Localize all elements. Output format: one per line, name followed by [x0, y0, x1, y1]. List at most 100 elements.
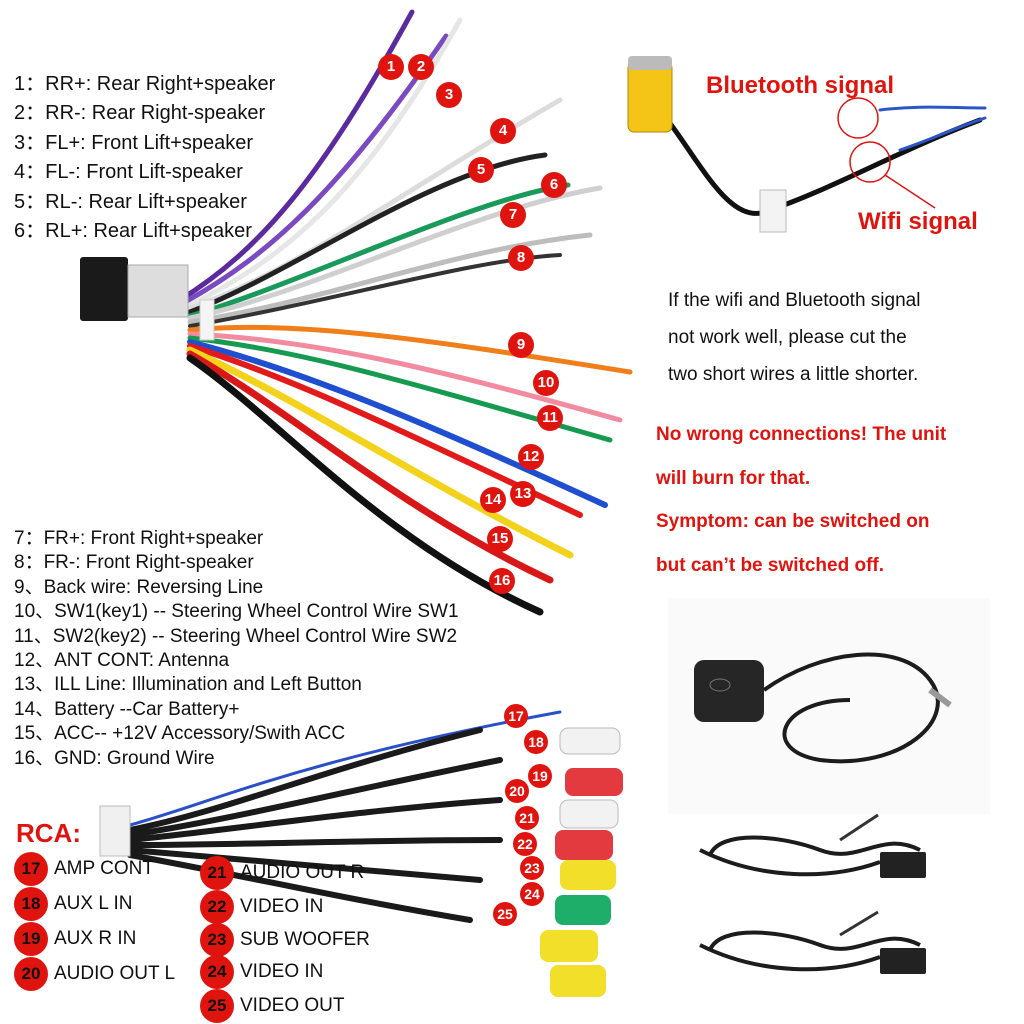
rca-plug-badge: 25 — [493, 902, 517, 926]
rca-number-badge: 23 — [200, 923, 234, 957]
wire-badge: 4 — [490, 118, 516, 144]
wire-badge: 2 — [408, 54, 434, 80]
warning-line: will burn for that. — [656, 467, 811, 489]
wire-16-black — [186, 354, 544, 616]
wire-badge: 6 — [541, 172, 567, 198]
rca-number-badge: 18 — [14, 887, 48, 921]
rca-label: AUDIO OUT L — [54, 963, 176, 984]
legend-item: 4：FL-: Front Lift-speaker — [14, 161, 243, 184]
harness-connector — [80, 257, 128, 321]
rca-label: AUX L IN — [54, 893, 133, 914]
rca-plugs — [540, 727, 623, 997]
legend-item: 13、ILL Line: Illumination and Left Butto… — [14, 674, 362, 696]
legend-item: 6：RL+: Rear Lift+speaker — [14, 220, 252, 242]
rca-plug-badge: 24 — [520, 882, 544, 906]
legend-item: 16、GND: Ground Wire — [14, 747, 215, 769]
legend-item: 8：FR-: Front Right-speaker — [14, 552, 254, 574]
rca-number-badge: 22 — [200, 890, 234, 924]
legend-item: 1：RR+: Rear Right+speaker — [14, 73, 276, 95]
wire-badge: 10 — [533, 370, 559, 396]
wire-9-orange — [187, 324, 633, 375]
wifi-signal-label: Wifi signal — [858, 208, 978, 235]
wire-badge: 12 — [518, 444, 544, 470]
wire-1-purple — [177, 9, 415, 303]
rca-plug-badge: 20 — [505, 779, 529, 803]
rca-label: AMP CONT — [54, 858, 154, 879]
legend-item: 11、SW2(key2) -- Steering Wheel Control W… — [14, 625, 458, 647]
rca-number-badge: 21 — [200, 856, 234, 890]
rca-legend-item: 22 VIDEO IN — [200, 890, 323, 924]
rca-legend-item: 18 AUX L IN — [14, 887, 133, 921]
wire-badge: 8 — [508, 245, 534, 271]
wire-15-red — [186, 350, 554, 584]
wire-5-black — [187, 152, 548, 315]
bluetooth-wire — [878, 105, 987, 112]
bluetooth-signal-label: Bluetooth signal — [706, 72, 894, 99]
rca-label: VIDEO OUT — [240, 995, 345, 1016]
warning-line: No wrong connections! The unit — [656, 424, 947, 445]
wire-badge: 13 — [510, 481, 536, 507]
legend-item: 12、ANT CONT: Antenna — [14, 650, 230, 671]
wire-badge: 15 — [487, 526, 513, 552]
rca-legend-item: 19 AUX R IN — [14, 922, 136, 956]
wire-8-grey — [187, 232, 593, 325]
wire-12-blue — [187, 339, 608, 508]
rca-plug-badge: 23 — [520, 856, 544, 880]
wire-2-purple — [182, 33, 449, 305]
usb-cable-2-illustration — [699, 910, 926, 974]
rca-label: VIDEO IN — [240, 961, 324, 982]
rca-legend-item: 21 AUDIO OUT R — [200, 856, 364, 890]
rca-legend-item: 24 VIDEO IN — [200, 955, 323, 989]
wire-badge: 3 — [436, 82, 462, 108]
rca-plug-badge: 21 — [515, 806, 539, 830]
wire-badge: 9 — [508, 332, 534, 358]
rca-plug-badge: 22 — [513, 832, 537, 856]
wifi-wire — [898, 116, 987, 152]
rca-number-badge: 19 — [14, 922, 48, 956]
gps-antenna-illustration — [668, 598, 990, 814]
wire-badge: 11 — [537, 405, 563, 431]
wire-7-grey — [187, 185, 603, 321]
rca-plug-badge: 17 — [504, 704, 528, 728]
rca-label: SUB WOOFER — [240, 929, 370, 950]
wire-6-green — [187, 182, 571, 319]
wire-badge: 1 — [378, 54, 404, 80]
rca-number-badge: 25 — [200, 989, 234, 1023]
rca-label: AUDIO OUT R — [240, 862, 365, 883]
wire-badge: 14 — [480, 487, 506, 513]
wire-badge: 7 — [500, 202, 526, 228]
rca-legend-item: 17 AMP CONT — [14, 852, 154, 886]
legend-item: 3：FL+: Front Lift+speaker — [14, 131, 254, 154]
rca-plug-badge: 19 — [528, 764, 552, 788]
legend-item: 7：FR+: Front Right+speaker — [14, 528, 264, 549]
rca-legend-item: 23 SUB WOOFER — [200, 923, 370, 957]
rca-label: AUX R IN — [54, 928, 137, 949]
rca-label: VIDEO IN — [240, 896, 324, 917]
rca-plug-badge: 18 — [524, 730, 548, 754]
wire-10-pink — [187, 331, 623, 423]
wire-badge: 16 — [489, 568, 515, 594]
legend-item: 9、Back wire: Reversing Line — [14, 576, 264, 598]
warning-line: but can’t be switched off. — [656, 554, 885, 576]
legend-item: 5：RL-: Rear Lift+speaker — [14, 190, 247, 213]
note-line: If the wifi and Bluetooth signal — [668, 290, 921, 311]
usb-cable-1-illustration — [699, 813, 926, 878]
wire-11-green — [187, 335, 613, 443]
note-line: two short wires a little shorter. — [668, 364, 919, 385]
note-line: not work well, please cut the — [668, 327, 907, 348]
wifi-signal-marker — [849, 141, 891, 183]
legend-item: 15、ACC-- +12V Accessory/Swith ACC — [14, 723, 346, 745]
rca-number-badge: 17 — [14, 852, 48, 886]
rca-legend-item: 25 VIDEO OUT — [200, 989, 345, 1023]
rca-title: RCA: — [16, 818, 81, 848]
wire-badge: 5 — [468, 157, 494, 183]
rca-number-badge: 24 — [200, 955, 234, 989]
legend-item: 2：RR-: Rear Right-speaker — [14, 102, 266, 125]
bluetooth-signal-marker — [837, 97, 879, 139]
wire-14-yellow — [186, 346, 574, 559]
legend-item: 14、Battery --Car Battery+ — [14, 698, 240, 720]
warning-line: Symptom: can be switched on — [656, 511, 930, 532]
legend-item: 10、SW1(key1) -- Steering Wheel Control W… — [14, 601, 459, 623]
